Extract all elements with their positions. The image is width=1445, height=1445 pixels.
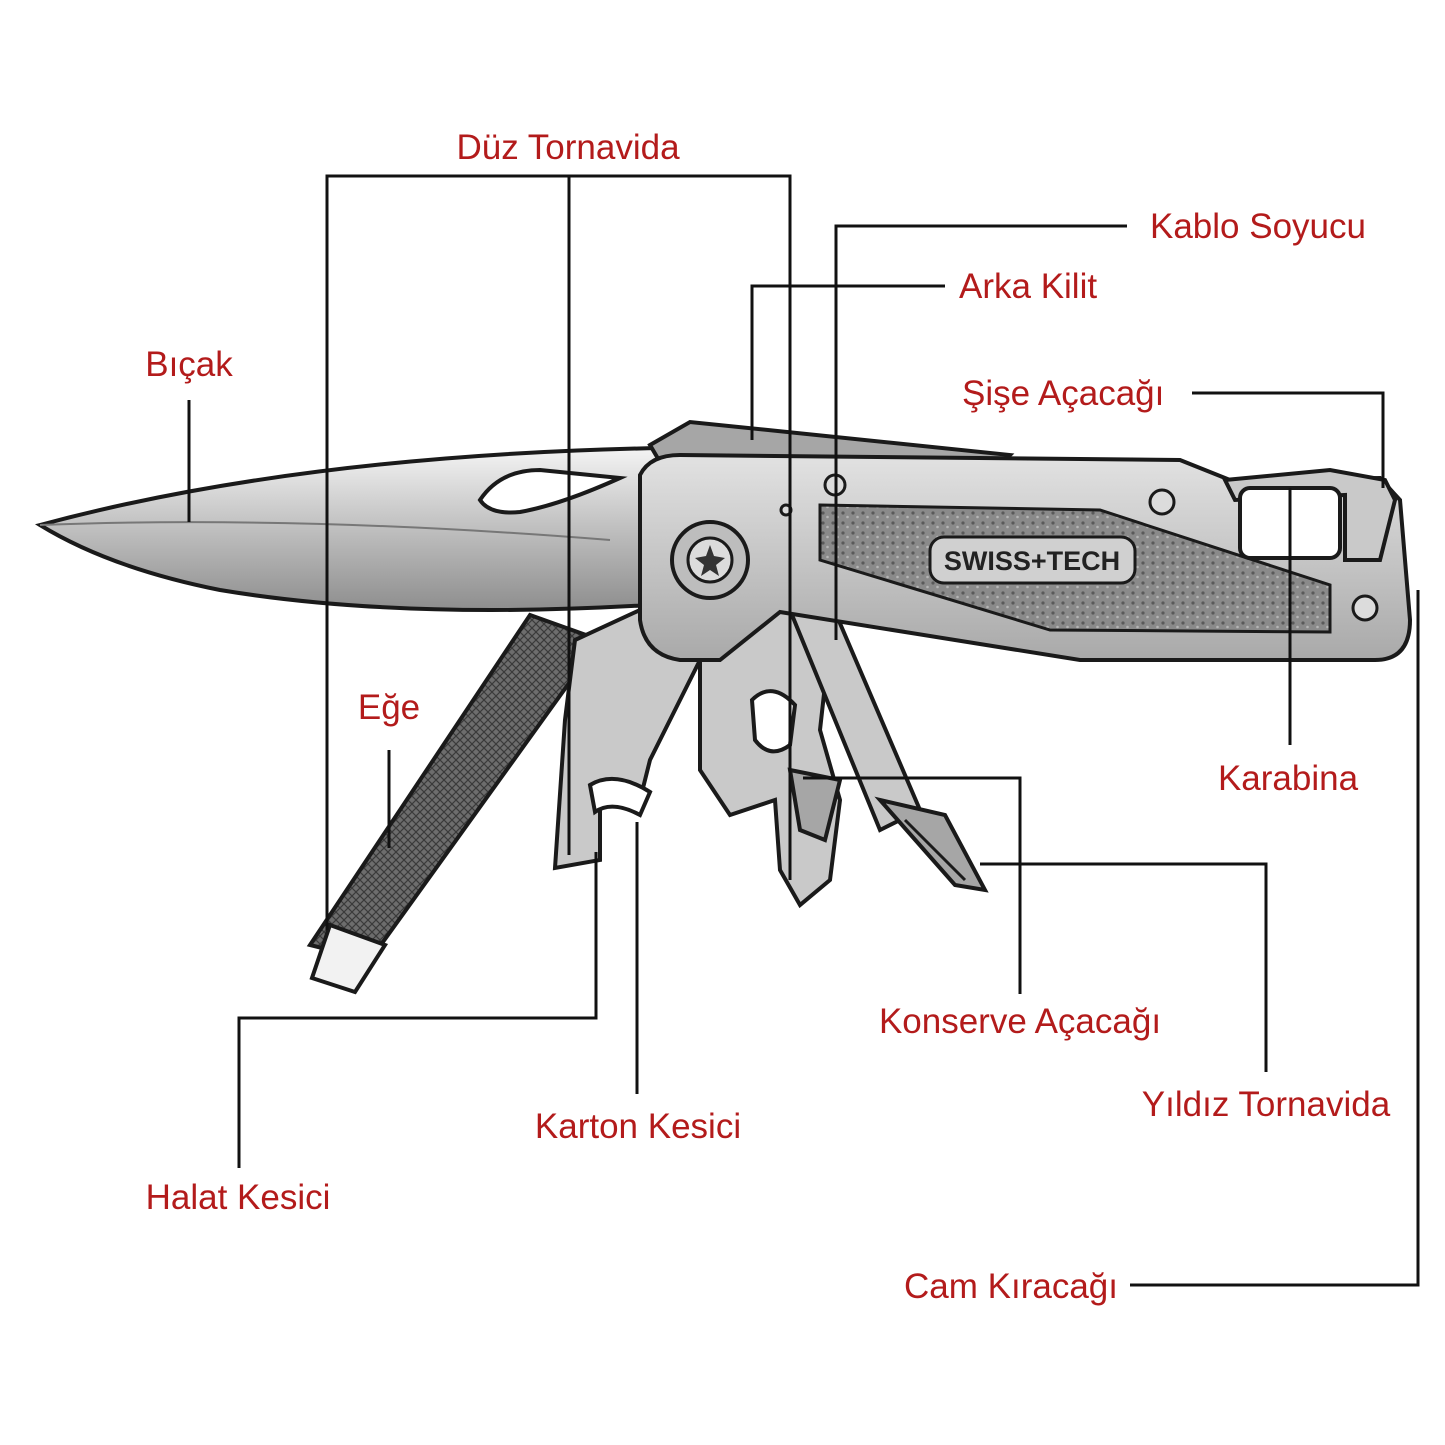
label-ege: Eğe bbox=[358, 688, 420, 727]
label-halat-kesici: Halat Kesici bbox=[146, 1178, 331, 1217]
pivot-screw bbox=[670, 520, 750, 600]
leader-sise-acacagi bbox=[1192, 391, 1385, 488]
label-duz-tornavida: Düz Tornavida bbox=[456, 128, 680, 167]
label-kablo-soyucu: Kablo Soyucu bbox=[1150, 207, 1366, 246]
leader-cam-kiracagi bbox=[1130, 590, 1420, 1287]
bottle-cutter-plate bbox=[552, 607, 703, 871]
carabiner bbox=[1221, 467, 1398, 562]
label-konserve-acacagi: Konserve Açacağı bbox=[879, 1002, 1161, 1041]
blade bbox=[34, 445, 663, 612]
label-karabina: Karabina bbox=[1218, 759, 1359, 798]
handle: SWISS+TECH bbox=[638, 452, 1413, 662]
labels: Düz Tornavida Kablo Soyucu Arka Kilit Bı… bbox=[145, 128, 1390, 1306]
screw-right bbox=[1148, 488, 1176, 516]
screw-end bbox=[1351, 594, 1379, 622]
label-bicak: Bıçak bbox=[145, 345, 233, 384]
label-karton-kesici: Karton Kesici bbox=[535, 1107, 741, 1146]
label-arka-kilit: Arka Kilit bbox=[959, 267, 1097, 306]
file-tool bbox=[306, 612, 604, 995]
leader-lines bbox=[187, 174, 1420, 1287]
label-yildiz-tornavida: Yıldız Tornavida bbox=[1142, 1085, 1391, 1124]
leader-kablo-soyucu bbox=[834, 224, 1127, 640]
leader-halat-kesici bbox=[237, 852, 598, 1168]
leader-duz-tornavida bbox=[325, 174, 792, 930]
label-sise-acacagi: Şişe Açacağı bbox=[962, 374, 1164, 413]
brand-logo: SWISS+TECH bbox=[944, 546, 1120, 576]
label-cam-kiracagi: Cam Kıracağı bbox=[904, 1267, 1118, 1306]
leader-yildiz-tornavida bbox=[980, 862, 1268, 1072]
leader-arka-kilit bbox=[750, 284, 945, 440]
multitool-illustration: SWISS+TECH bbox=[34, 419, 1413, 995]
leader-konserve-acacagi bbox=[803, 776, 1022, 994]
